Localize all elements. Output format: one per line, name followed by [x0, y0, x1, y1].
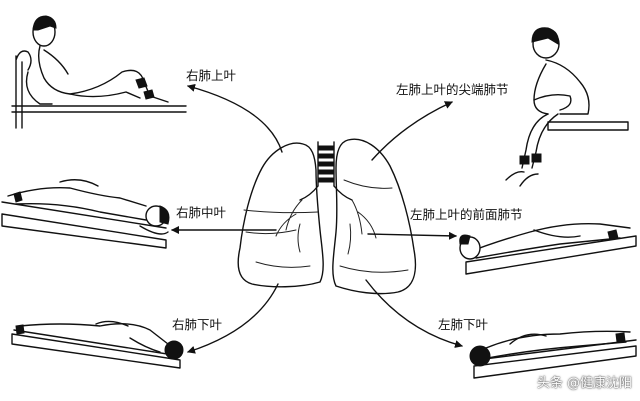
figure-incline-supine: [1, 179, 170, 249]
label-right-lower-lobe: 右肺下叶: [172, 317, 223, 332]
right-lung: [237, 142, 324, 288]
label-left-upper-apical: 左肺上叶的尖端肺节: [396, 82, 509, 97]
label-left-upper-anterior: 左肺上叶的前面肺节: [410, 207, 523, 222]
figure-prone-flat: [11, 320, 184, 369]
figure-supine-incline: [459, 223, 637, 275]
arrows: [171, 84, 463, 354]
label-left-lower-lobe: 左肺下叶: [438, 317, 489, 332]
figure-sitting-leaning: [505, 27, 629, 187]
lungs-illustration: [237, 138, 417, 295]
label-right-upper-lobe: 右肺上叶: [186, 68, 237, 83]
arrow-left-anterior: [367, 231, 457, 240]
watermark: 头条 @健康沈阳: [536, 376, 632, 391]
arrow-right-upper: [187, 84, 283, 153]
figure-sitting-reclined: [11, 15, 187, 129]
label-right-middle-lobe: 右肺中叶: [176, 205, 227, 220]
left-lung: [332, 138, 417, 295]
trachea: [299, 141, 353, 201]
arrow-left-apical: [371, 101, 453, 161]
arrow-right-lower: [187, 283, 279, 354]
arrow-left-lower: [365, 279, 463, 348]
figure-side-lying: [469, 330, 637, 379]
